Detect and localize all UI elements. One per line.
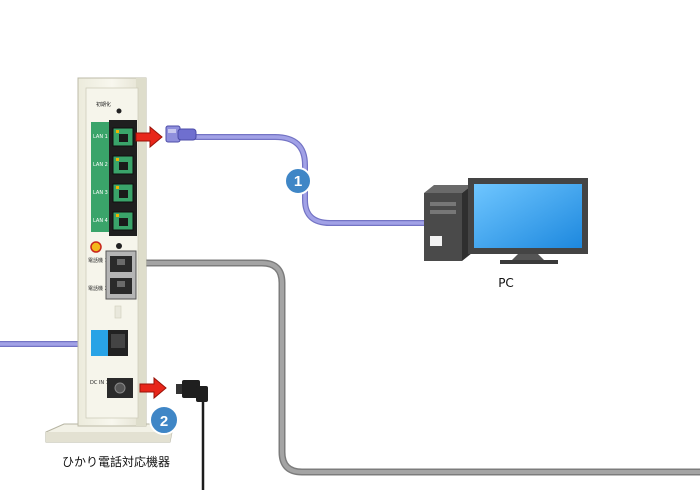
power-plug	[176, 380, 208, 402]
lan-cable	[193, 134, 433, 226]
tel1-label: 電話機 1	[88, 257, 108, 264]
wan-port-label-area	[91, 330, 109, 356]
lan-port-label: LAN 2	[93, 162, 108, 168]
lan-port-socket	[119, 134, 128, 142]
phone-icon	[90, 241, 102, 253]
pc-monitor	[468, 178, 588, 264]
lan-port-label: LAN 3	[93, 190, 108, 196]
step-badge-1: 1	[284, 167, 312, 195]
step-badge-2: 2	[149, 405, 179, 435]
reset-button[interactable]	[116, 108, 122, 114]
reset-label: 初期化	[96, 101, 111, 108]
lan-port-led	[116, 214, 119, 217]
device-name: ひかり電話対応機器	[62, 454, 170, 469]
svg-text:2: 2	[160, 413, 168, 430]
pc-tower	[424, 185, 472, 261]
tel2-label: 電話機 2	[88, 285, 108, 292]
lan-port-led	[116, 130, 119, 133]
lan-port-socket	[119, 218, 128, 226]
svg-text:1: 1	[294, 173, 302, 190]
router-device: 初期化 LAN 1 LAN 2 LAN 3 LAN 4 電話機 1 電話機 2 DC …	[45, 77, 173, 443]
lan-plug	[165, 125, 197, 143]
phone-cable	[120, 259, 700, 476]
arrow-icon	[135, 125, 163, 149]
lan-port-socket	[119, 162, 128, 170]
arrow-icon	[139, 376, 167, 400]
lan-port-label: LAN 4	[93, 218, 108, 224]
lan-port-socket	[119, 190, 128, 198]
pc-label: PC	[498, 276, 514, 290]
lan-port-led	[116, 158, 119, 161]
lan-port-led	[116, 186, 119, 189]
lan-port-label: LAN 1	[93, 134, 108, 140]
dc-in-label: DC IN 12V	[90, 380, 116, 386]
svg-text:初期化: 初期化	[96, 101, 111, 108]
